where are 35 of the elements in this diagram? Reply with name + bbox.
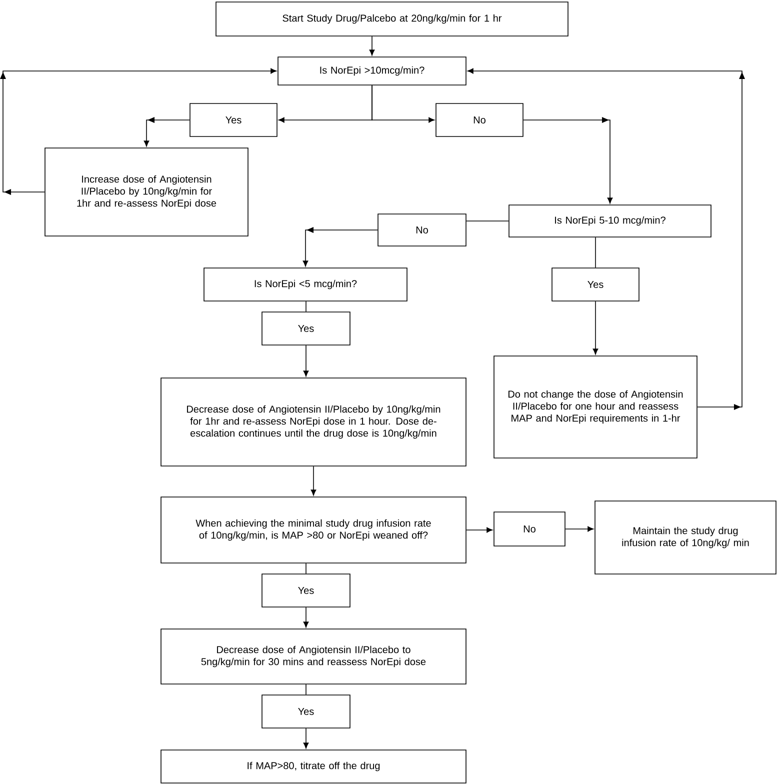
decision-box: Is NorEpi <5 mcg/min? [204,268,408,302]
arrow [466,527,493,533]
arrow [303,607,309,628]
branch-label-box: No [378,214,466,246]
branch-label-box: No [494,512,566,546]
arrow [523,117,613,204]
branch-label-box: No [436,103,524,137]
arrow [303,345,309,377]
process-box: Decrease dose of Angiotensin II/Placebo by 10ng/kg/min for 1hr and re-assess NorEpi dose in 1 hour. Dose de-escalation continues until the drug dose is 10ng/kg/min [160,378,466,466]
arrow [467,68,745,410]
arrow [372,85,435,123]
process-box: Increase dose of Angiotensin II/Placebo by 10ng/kg/min for 1hr and re-assess NorEpi dose [44,148,248,236]
branch-label-box: Yes [190,103,278,137]
process-box: Maintain the study drug infusion rate of 10ng/kg/ min [594,500,776,574]
branch-label-box: Yes [552,268,640,302]
arrow [310,466,316,496]
branch-label-box: Yes [262,574,350,608]
arrow [302,227,378,267]
process-box: Decrease dose of Angiotensin II/Placebo to 5ng/kg/min for 30 mins and reassess NorEpi dose [160,628,466,684]
arrow [592,301,598,355]
process-box: Do not change the dose of Angiotensin II/Placebo for one hour and reassess MAP and NorEpi requirements in 1-hr [494,356,698,458]
arrow [144,117,190,147]
connector-line [466,220,509,222]
branch-label-box: Yes [262,312,350,346]
arrow [369,36,375,56]
connector-line [595,237,596,268]
decision-box: Is NorEpi >10mcg/min? [278,56,466,86]
decision-box: Is NorEpi 5-10 mcg/min? [508,204,712,238]
arrow [303,728,309,749]
decision-box: When achieving the minimal study drug infusion rate of 10ng/kg/min, is MAP >80 or NorEpi weaned off? [160,496,466,564]
branch-label-box: Yes [262,694,350,728]
arrow [565,526,594,532]
process-box: Start Study Drug/Palcebo at 20ng/kg/min for 1 hr [216,2,568,36]
process-box: If MAP>80, titrate off the drug [160,750,466,784]
arrow [0,68,277,195]
